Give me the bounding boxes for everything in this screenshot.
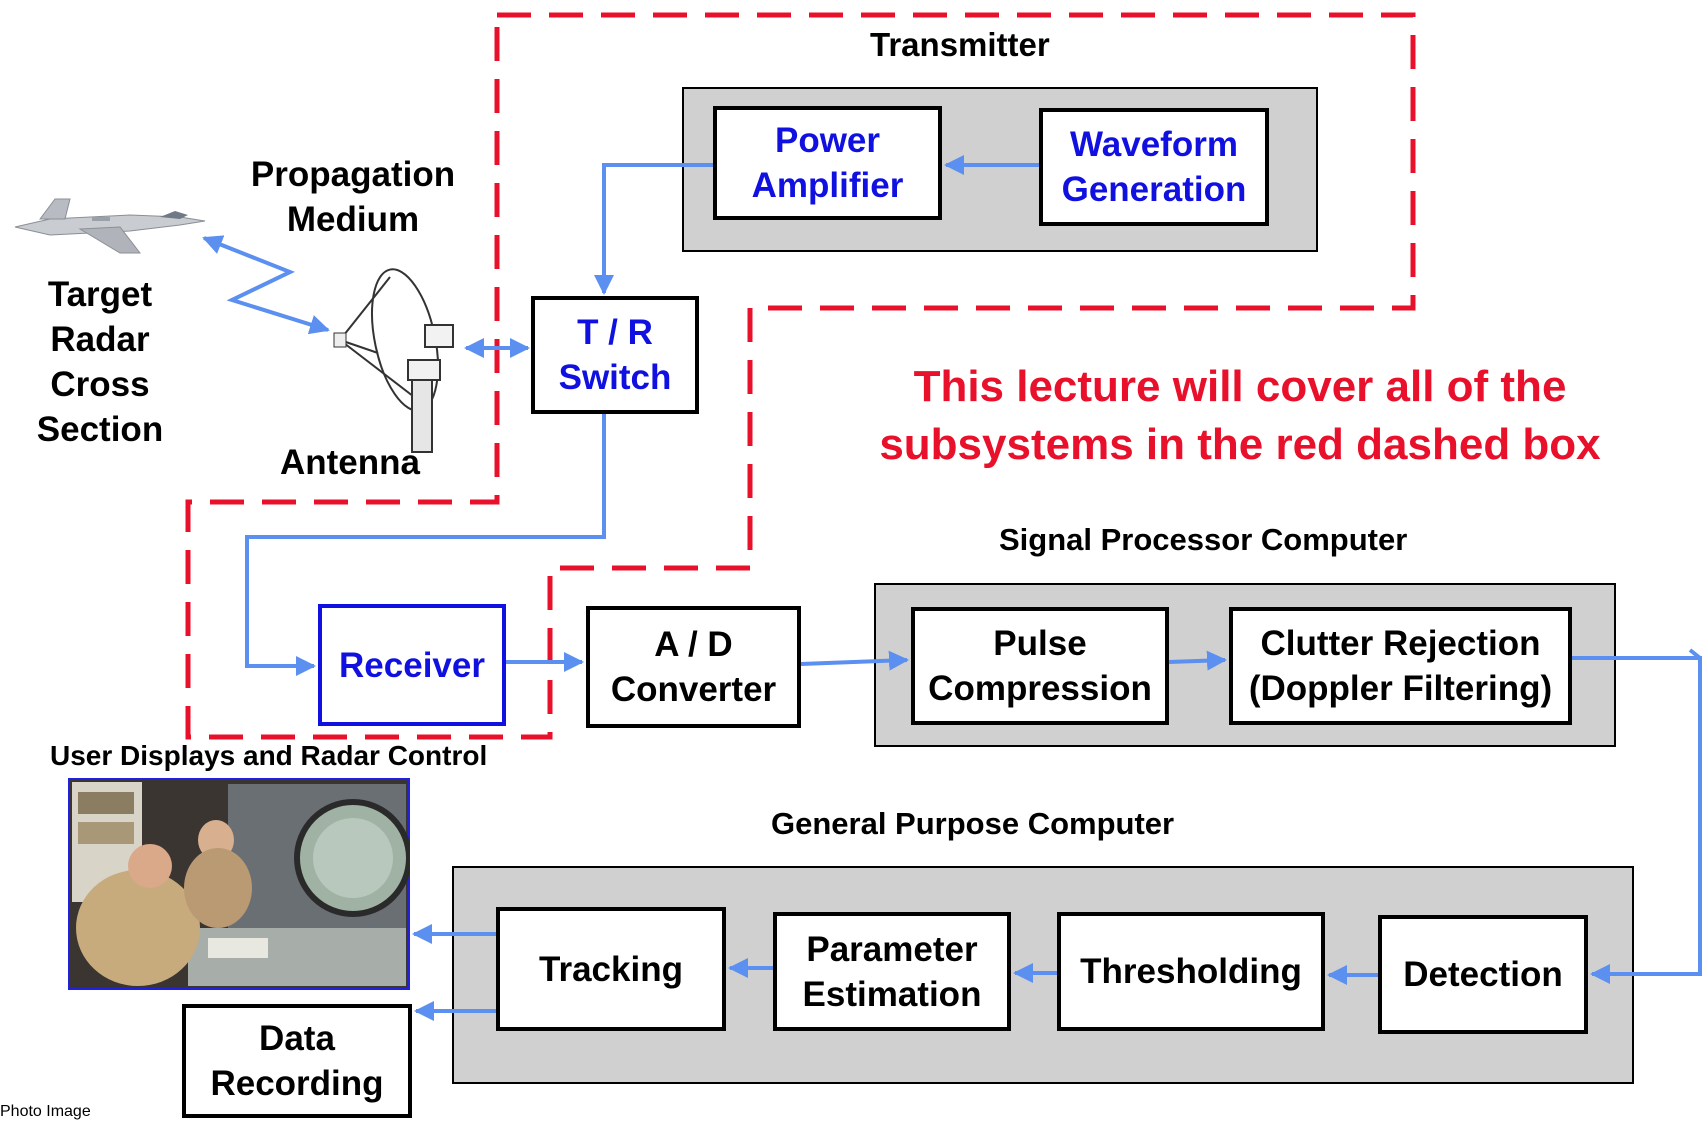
parameter-estimation-box[interactable]: Parameter Estimation bbox=[773, 912, 1011, 1031]
antenna-dish-image bbox=[333, 268, 454, 453]
target-label: Target Radar Cross Section bbox=[36, 275, 164, 449]
lecture-note: This lecture will cover all of the subsy… bbox=[879, 362, 1601, 469]
signal-processor-title: Signal Processor Computer bbox=[999, 522, 1408, 557]
pulse-compression-box[interactable]: Pulse Compression bbox=[911, 607, 1169, 725]
receiver-box[interactable]: Receiver bbox=[318, 604, 506, 726]
photo-caption: Photo Image bbox=[0, 1103, 91, 1120]
radar-operators-photo bbox=[68, 778, 410, 990]
user-displays-title: User Displays and Radar Control bbox=[50, 740, 488, 771]
clutter-rejection-box[interactable]: Clutter Rejection (Doppler Filtering) bbox=[1229, 607, 1572, 725]
antenna-label: Antenna bbox=[280, 443, 420, 482]
power-amplifier-box[interactable]: Power Amplifier bbox=[713, 106, 942, 220]
detection-box[interactable]: Detection bbox=[1378, 915, 1588, 1034]
data-recording-box[interactable]: Data Recording bbox=[182, 1004, 412, 1118]
general-purpose-title: General Purpose Computer bbox=[771, 806, 1175, 841]
tr-switch-box[interactable]: T / R Switch bbox=[531, 296, 699, 414]
waveform-generation-box[interactable]: Waveform Generation bbox=[1039, 108, 1269, 226]
thresholding-box[interactable]: Thresholding bbox=[1057, 912, 1325, 1031]
propagation-medium-label: Propagation Medium bbox=[250, 155, 456, 239]
jet-aircraft-image bbox=[14, 198, 206, 254]
ad-converter-box[interactable]: A / D Converter bbox=[586, 606, 801, 728]
transmitter-title: Transmitter bbox=[870, 26, 1050, 63]
tracking-box[interactable]: Tracking bbox=[496, 907, 726, 1031]
